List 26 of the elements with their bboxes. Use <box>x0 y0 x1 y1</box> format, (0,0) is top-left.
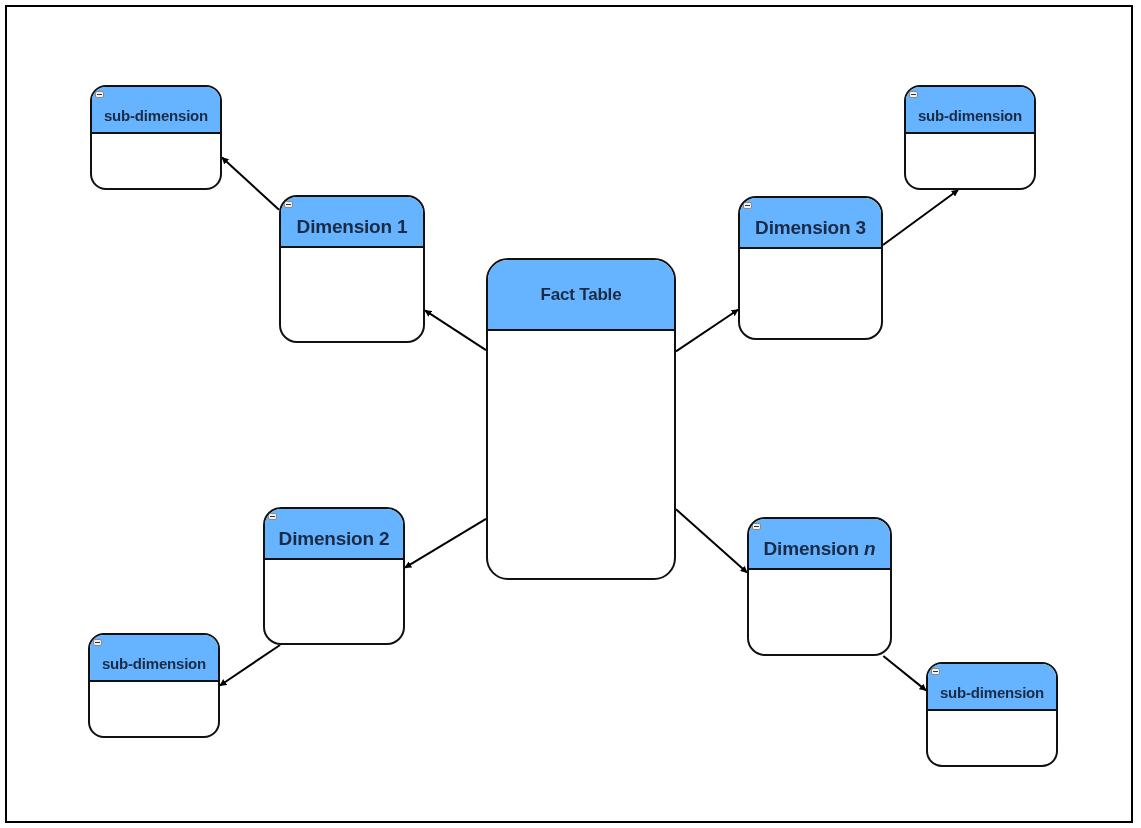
table-box <box>279 195 425 343</box>
arrow <box>675 508 748 574</box>
table-box <box>904 85 1036 190</box>
table-box <box>738 196 883 340</box>
arrow <box>219 644 282 687</box>
table-title: Dimension n <box>763 538 876 560</box>
table-title: sub-dimension <box>101 655 207 672</box>
table-title: sub-dimension <box>103 107 209 124</box>
table-title: Dimension 3 <box>755 217 866 239</box>
table-title: Fact Table <box>540 284 622 305</box>
arrow <box>221 156 280 211</box>
table-box <box>747 517 892 656</box>
table-box <box>926 662 1058 767</box>
arrow <box>675 308 739 353</box>
table-box <box>90 85 222 190</box>
table-title: Dimension 2 <box>278 528 390 550</box>
table-title: sub-dimension <box>917 107 1023 124</box>
table-title: Dimension 1 <box>296 216 408 238</box>
table-box <box>263 507 405 645</box>
table-title: sub-dimension <box>939 684 1045 701</box>
arrow <box>882 655 927 692</box>
arrow <box>882 189 960 246</box>
arrow <box>424 309 487 352</box>
table-box <box>486 258 676 580</box>
arrow <box>404 517 487 569</box>
table-box <box>88 633 220 738</box>
